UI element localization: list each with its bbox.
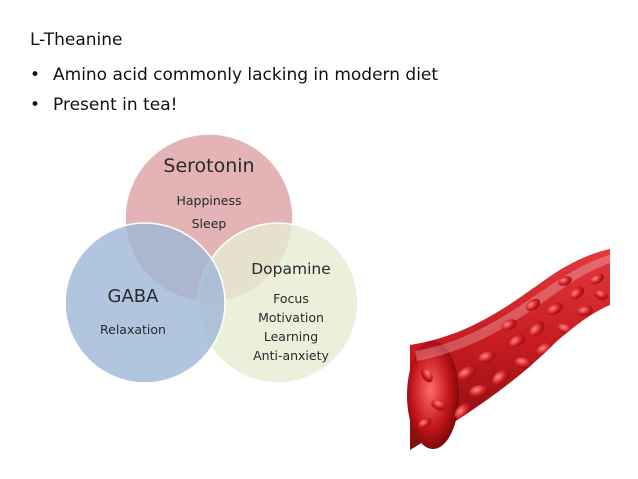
blood-vessel-illustration xyxy=(407,249,610,450)
serotonin-title: Serotonin xyxy=(163,155,254,177)
bullet-symbol: • xyxy=(30,95,41,115)
gaba-circle xyxy=(64,222,226,384)
vessel-wall xyxy=(410,249,610,450)
dopamine-item: Anti-anxiety xyxy=(253,348,329,363)
bullet-text: Amino acid commonly lacking in modern di… xyxy=(53,65,439,85)
dopamine-item: Focus xyxy=(273,291,309,306)
gaba-title: GABA xyxy=(108,286,160,307)
dopamine-item: Learning xyxy=(264,329,318,344)
bullet-text: Present in tea! xyxy=(53,95,178,115)
gaba-item: Relaxation xyxy=(100,322,166,337)
bullet-list: • Amino acid commonly lacking in modern … xyxy=(30,60,438,120)
bullet-item: • Amino acid commonly lacking in modern … xyxy=(30,60,438,90)
blood-cells xyxy=(418,273,608,429)
serotonin-item: Happiness xyxy=(176,193,241,208)
dopamine-item: Motivation xyxy=(258,310,324,325)
bullet-item: • Present in tea! xyxy=(30,90,438,120)
slide-title: L-Theanine xyxy=(30,30,123,50)
dopamine-title: Dopamine xyxy=(251,260,331,278)
serotonin-item: Sleep xyxy=(192,216,227,231)
bullet-symbol: • xyxy=(30,65,41,85)
